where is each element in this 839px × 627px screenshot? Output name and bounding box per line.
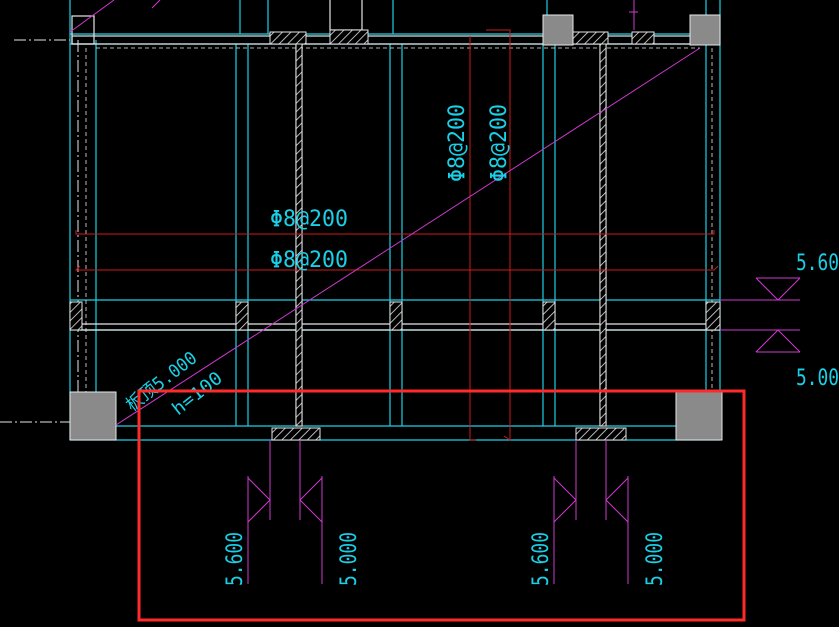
columns[interactable] — [69, 14, 723, 441]
label-rebar-horizontal-1: Φ8@200 — [270, 207, 348, 232]
column-bottom-left — [69, 391, 117, 441]
selection-rectangle[interactable] — [137, 389, 746, 622]
column-top-right — [689, 14, 721, 46]
label-elev-bottom-3: 5.600 — [529, 532, 554, 586]
label-rebar-horizontal-2: Φ8@200 — [270, 248, 348, 273]
hatched-walls — [69, 29, 721, 441]
label-elev-right-top: 5.60 — [796, 251, 839, 276]
column-bottom-right — [675, 391, 723, 441]
section-lines — [69, 0, 701, 426]
wall-lines — [69, 0, 721, 441]
label-elev-bottom-4: 5.000 — [643, 532, 668, 586]
label-elev-bottom-2: 5.000 — [337, 532, 362, 586]
elevation-markers-right — [720, 277, 801, 353]
text-labels: Φ8@200 Φ8@200 Φ8@200 Φ8@200 板顶5.000 h=10… — [122, 104, 839, 586]
label-elev-bottom-1: 5.600 — [223, 532, 248, 586]
elevation-markers-bottom — [247, 440, 629, 584]
column-top-mid — [542, 14, 574, 46]
axis-lines — [0, 39, 79, 440]
rebar-lines — [74, 29, 719, 441]
label-rebar-vertical-2: Φ8@200 — [487, 104, 512, 182]
label-elev-right-bottom: 5.00 — [796, 366, 839, 391]
label-rebar-vertical-1: Φ8@200 — [445, 104, 470, 182]
